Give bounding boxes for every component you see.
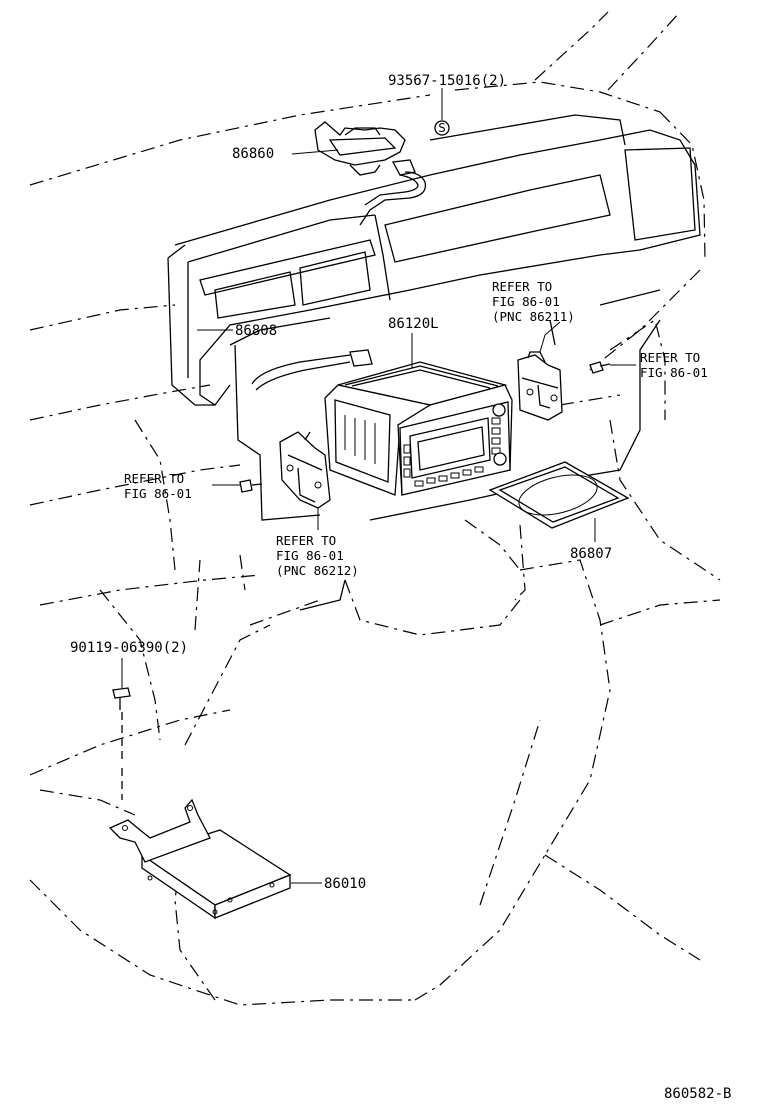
screw-left (239, 479, 263, 493)
ref-bottom-line2: FIG 86-01 (276, 548, 344, 563)
figure-id: 860582-B (664, 1086, 731, 1102)
part-86808-harness (251, 349, 373, 391)
ref-right-top-line2: FIG 86-01 (492, 294, 560, 309)
label-86120L: 86120L (388, 316, 439, 332)
bracket-left (279, 431, 331, 509)
dashboard-panel (167, 114, 701, 611)
leader-lines (121, 88, 636, 884)
ref-bottom-line1: REFER TO (276, 533, 336, 548)
label-86860: 86860 (232, 146, 274, 162)
label-86807: 86807 (570, 546, 612, 562)
screw-right (589, 361, 611, 374)
part-86860-sensor (314, 121, 427, 226)
ref-right-side-line2: FIG 86-01 (640, 365, 708, 380)
screw-symbol: S (438, 120, 446, 135)
ref-right-top-line3: (PNC 86211) (492, 309, 575, 324)
part-86807-plate (488, 461, 630, 529)
label-86010: 86010 (324, 876, 366, 892)
screw-symbol-icon (434, 120, 450, 136)
ref-bottom-line3: (PNC 86212) (276, 563, 359, 578)
ref-left-side-line1: REFER TO (124, 471, 184, 486)
label-93567: 93567-15016(2) (388, 73, 506, 89)
part-86120L-head-unit (324, 361, 513, 496)
bracket-right (517, 351, 563, 421)
ref-right-side-line1: REFER TO (640, 350, 700, 365)
label-90119: 90119-06390(2) (70, 640, 188, 656)
ref-left-side-line2: FIG 86-01 (124, 486, 192, 501)
label-86808: 86808 (235, 323, 277, 339)
part-86010-module (108, 798, 292, 920)
bolt-90119 (112, 687, 131, 800)
ref-right-top-line1: REFER TO (492, 279, 552, 294)
